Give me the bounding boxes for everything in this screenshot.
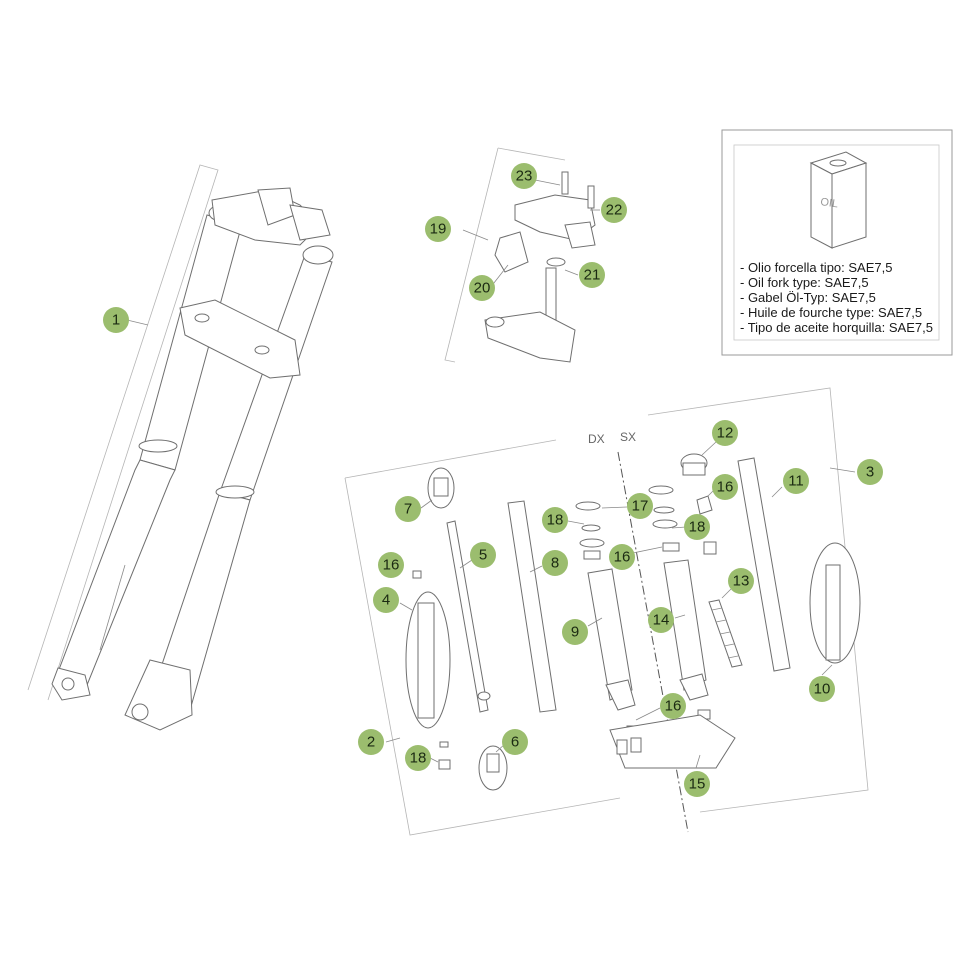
callout-16a: 16 — [378, 552, 404, 578]
side-label-dx: DX — [588, 432, 605, 446]
callout-13: 13 — [728, 568, 754, 594]
side-label-sx: SX — [620, 430, 636, 444]
callout-14-label: 14 — [653, 612, 670, 629]
callout-20-label: 20 — [474, 280, 491, 297]
callout-3-label: 3 — [866, 464, 874, 481]
callout-17-label: 17 — [632, 498, 649, 515]
callout-16b-label: 16 — [614, 549, 631, 566]
callout-8-label: 8 — [551, 555, 559, 572]
callout-9-label: 9 — [571, 624, 579, 641]
callout-17: 17 — [627, 493, 653, 519]
callout-22-label: 22 — [606, 202, 623, 219]
callout-11-label: 11 — [788, 473, 804, 490]
callout-18b-label: 18 — [689, 519, 706, 536]
oil-note-line-es: - Tipo de aceite horquilla: SAE7,5 — [740, 320, 933, 335]
callout-18c: 18 — [405, 745, 431, 771]
callout-10-label: 10 — [814, 681, 831, 698]
oil-can-label: OIL — [820, 196, 839, 210]
callout-6-label: 6 — [511, 734, 519, 751]
center-axis — [617, 451, 689, 833]
callout-5-label: 5 — [479, 547, 487, 564]
callout-4: 4 — [373, 587, 399, 613]
callout-18a-label: 18 — [547, 512, 564, 529]
callout-16d: 16 — [660, 693, 686, 719]
callout-23-label: 23 — [516, 168, 533, 185]
callout-23: 23 — [511, 163, 537, 189]
callout-7: 7 — [395, 496, 421, 522]
callout-19: 19 — [425, 216, 451, 242]
callout-15-label: 15 — [689, 776, 706, 793]
leader-lines — [126, 319, 856, 769]
callout-16b: 16 — [609, 544, 635, 570]
callout-5: 5 — [470, 542, 496, 568]
callout-9: 9 — [562, 619, 588, 645]
callout-14: 14 — [648, 607, 674, 633]
callout-12-label: 12 — [717, 425, 734, 442]
oil-note-line-en: - Oil fork type: SAE7,5 — [740, 275, 869, 290]
oil-can-illustration: OIL — [809, 151, 868, 249]
fork-internals-group: DX SX — [344, 387, 869, 836]
callout-2: 2 — [358, 729, 384, 755]
oil-note-line-it: - Olio forcella tipo: SAE7,5 — [740, 260, 892, 275]
callout-21: 21 — [579, 262, 605, 288]
oil-note-line-de: - Gabel Öl-Typ: SAE7,5 — [740, 290, 876, 305]
callout-4-label: 4 — [382, 592, 390, 609]
oil-note-line-fr: - Huile de fourche type: SAE7,5 — [740, 305, 922, 320]
callout-11: 11 — [783, 468, 809, 494]
callout-1: 1 — [103, 307, 129, 333]
callout-18b: 18 — [684, 514, 710, 540]
callout-21-label: 21 — [584, 267, 601, 284]
callout-6: 6 — [502, 729, 528, 755]
callout-2-label: 2 — [367, 734, 375, 751]
callout-20: 20 — [469, 275, 495, 301]
callout-16c: 16 — [712, 474, 738, 500]
callout-16c-label: 16 — [717, 479, 734, 496]
callout-15: 15 — [684, 771, 710, 797]
fork-assembly-drawing — [27, 164, 334, 731]
callout-12: 12 — [712, 420, 738, 446]
callout-7-label: 7 — [404, 501, 412, 518]
callout-18c-label: 18 — [410, 750, 427, 767]
callout-16d-label: 16 — [665, 698, 682, 715]
callout-19-label: 19 — [430, 221, 447, 238]
callout-3: 3 — [857, 459, 883, 485]
callout-18a: 18 — [542, 507, 568, 533]
callout-13-label: 13 — [733, 573, 750, 590]
steering-stem-group — [444, 147, 600, 363]
callout-8: 8 — [542, 550, 568, 576]
callout-1-label: 1 — [112, 312, 120, 329]
oil-notice-box: OIL - Olio forcella tipo: SAE7,5 - Oil f… — [721, 129, 953, 356]
callout-22: 22 — [601, 197, 627, 223]
callout-10: 10 — [809, 676, 835, 702]
callout-16a-label: 16 — [383, 557, 400, 574]
